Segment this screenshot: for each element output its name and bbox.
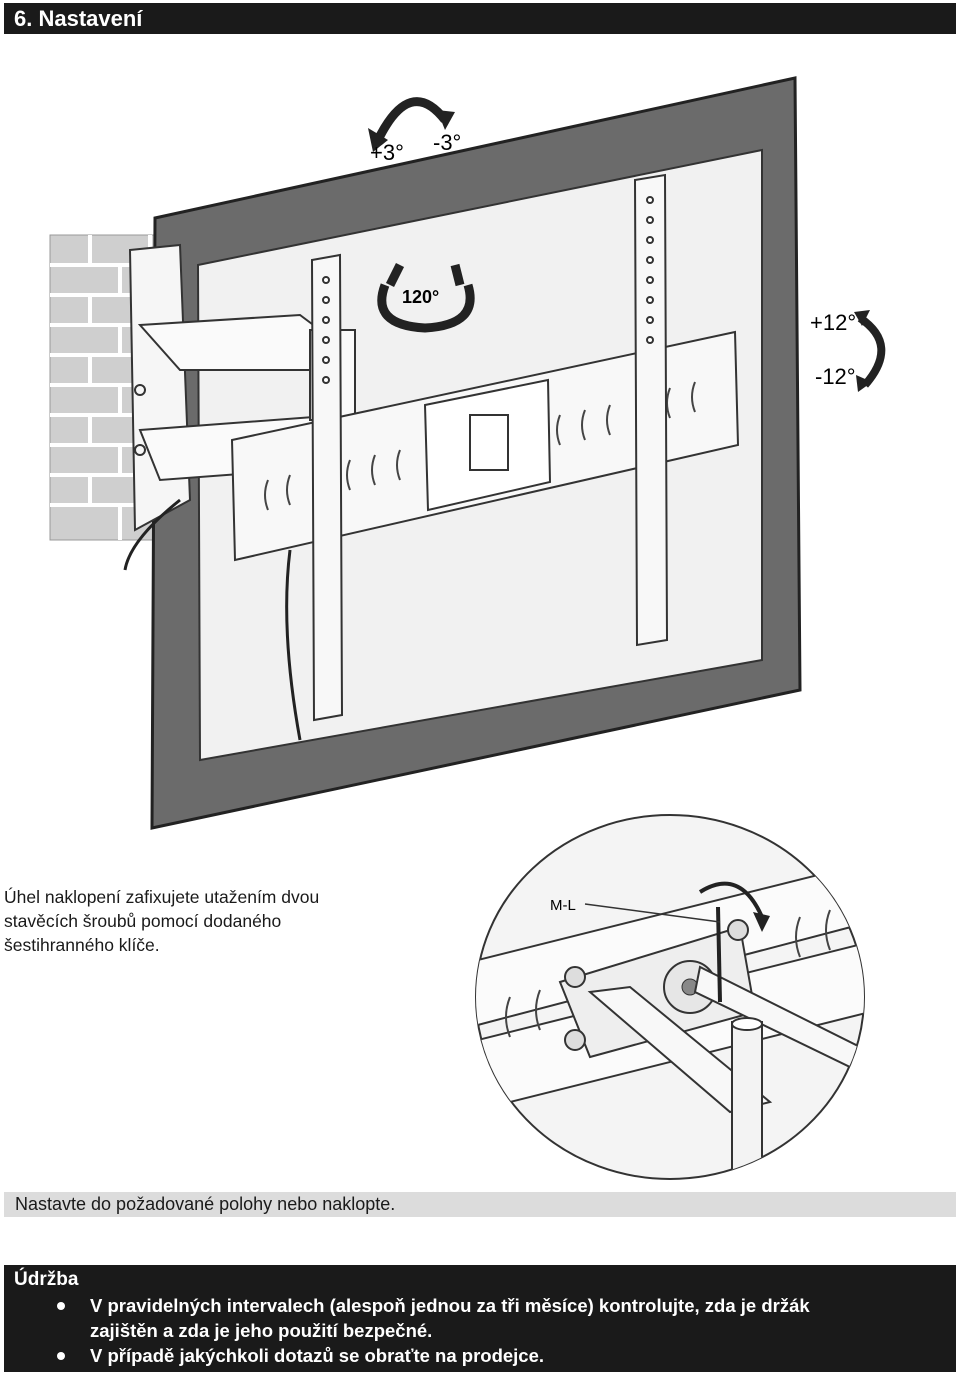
tilt-arrow-icon bbox=[368, 97, 455, 152]
cable-illustration bbox=[123, 498, 302, 741]
wall-plate-illustration bbox=[128, 243, 192, 532]
rotate-key-arrow-icon bbox=[698, 881, 770, 932]
tilt-plus-label: +3° bbox=[370, 140, 404, 165]
instruction-line: šestihranného klíče. bbox=[4, 935, 160, 955]
maintenance-section: Údržba V pravidelných intervalech (alesp… bbox=[4, 1265, 956, 1372]
swivel-label: 120° bbox=[402, 287, 439, 307]
vertical-rails-illustration bbox=[310, 173, 669, 722]
section-title: 6. Nastavení bbox=[14, 6, 143, 31]
adjust-instruction-bar: Nastavte do požadované polohy nebo naklo… bbox=[4, 1192, 956, 1217]
tilt-instruction-text: Úhel naklopení zafixujete utažením dvou … bbox=[4, 885, 424, 957]
maintenance-item: V pravidelných intervalech (alespoň jedn… bbox=[14, 1293, 946, 1343]
maintenance-item-line: V pravidelných intervalech (alespoň jedn… bbox=[90, 1295, 810, 1316]
section-header: 6. Nastavení bbox=[4, 3, 956, 34]
maintenance-title: Údržba bbox=[14, 1269, 79, 1290]
maintenance-list: V pravidelných intervalech (alespoň jedn… bbox=[14, 1293, 946, 1368]
detail-label: M-L bbox=[550, 897, 576, 914]
tv-mount-illustration: +3° -3° 120° +12° -12° bbox=[49, 76, 886, 830]
instruction-line: stavěcích šroubů pomocí dodaného bbox=[4, 911, 282, 931]
bullet-icon bbox=[57, 1302, 65, 1310]
instruction-line: Úhel naklopení zafixujete utažením dvou bbox=[4, 887, 320, 907]
rotate-plus-label: +12° bbox=[810, 310, 856, 335]
rotate-minus-label: -12° bbox=[815, 364, 856, 389]
bullet-icon bbox=[57, 1352, 65, 1360]
swivel-arrow-icon bbox=[377, 262, 475, 333]
detail-zoom-illustration: M-L bbox=[475, 814, 865, 1180]
label-leader-line bbox=[584, 903, 721, 923]
maintenance-item-line: zajištěn a zda je jeho použití bezpečné. bbox=[90, 1320, 433, 1341]
horizontal-rail-illustration bbox=[230, 330, 740, 562]
maintenance-item: V případě jakýchkoli dotazů se obraťte n… bbox=[14, 1343, 946, 1368]
adjust-instruction-text: Nastavte do požadované polohy nebo naklo… bbox=[15, 1194, 396, 1214]
tilt-minus-label: -3° bbox=[433, 130, 461, 155]
maintenance-item-line: V případě jakýchkoli dotazů se obraťte n… bbox=[90, 1345, 545, 1366]
rotation-arrow-icon bbox=[854, 310, 886, 392]
